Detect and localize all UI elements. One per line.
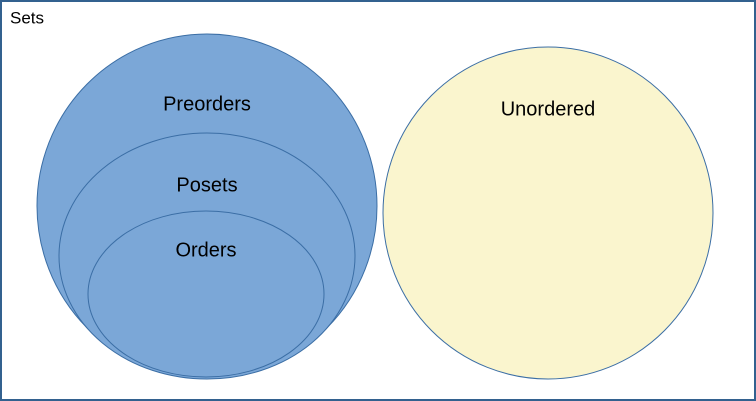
posets-label: Posets	[176, 174, 237, 196]
page-title: Sets	[10, 8, 44, 27]
unordered-circle[interactable]	[382, 46, 714, 380]
orders-circle[interactable]	[87, 210, 325, 378]
orders-label: Orders	[175, 239, 236, 261]
preorders-label: Preorders	[163, 93, 251, 115]
unordered-label: Unordered	[501, 98, 596, 120]
